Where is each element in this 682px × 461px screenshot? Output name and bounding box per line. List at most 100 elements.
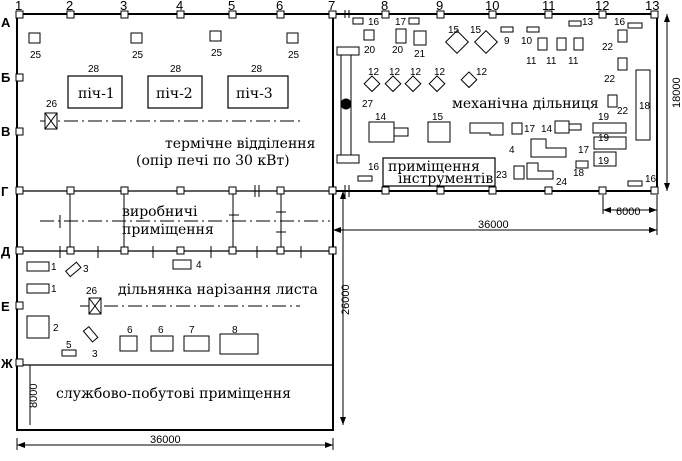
label-mechanical: механічна дільниця bbox=[452, 96, 599, 112]
rect-shape bbox=[650, 186, 659, 195]
rect-shape bbox=[488, 10, 497, 19]
rect-shape bbox=[176, 246, 185, 255]
label-equipment_numbers-n27: 27 bbox=[362, 99, 374, 110]
label-equipment_numbers-n12: 12 bbox=[434, 67, 446, 78]
rect-shape bbox=[219, 333, 259, 355]
axis-row-e: Е bbox=[1, 299, 10, 314]
label-tools-1: приміщення bbox=[388, 159, 480, 175]
label-equipment_numbers-n16: 16 bbox=[645, 174, 657, 185]
rect-shape bbox=[436, 10, 445, 19]
rect-shape bbox=[336, 154, 360, 164]
rect-shape bbox=[336, 46, 360, 56]
rect-shape bbox=[28, 32, 41, 44]
label-equipment_numbers-n9: 9 bbox=[504, 36, 510, 47]
rect-shape bbox=[408, 17, 420, 25]
furnace-3 bbox=[227, 75, 289, 109]
path-shape bbox=[664, 183, 670, 191]
label-service: службово-побутові приміщення bbox=[56, 386, 291, 402]
label-equipment_numbers-n11: 11 bbox=[526, 56, 537, 67]
rect-shape bbox=[357, 175, 373, 182]
rect-shape bbox=[607, 94, 618, 108]
axis-row-g: Г bbox=[1, 184, 9, 199]
rect-shape bbox=[228, 246, 237, 255]
rect-shape bbox=[328, 186, 337, 195]
label-equipment_numbers-n20: 20 bbox=[364, 45, 376, 56]
path-shape bbox=[340, 417, 346, 425]
label-equipment_numbers-n12: 12 bbox=[410, 67, 422, 78]
label-equipment_numbers-n22: 22 bbox=[617, 106, 629, 117]
rect-shape bbox=[176, 186, 185, 195]
rect-shape bbox=[15, 186, 24, 195]
line-shape bbox=[44, 112, 58, 130]
furnace-1-label: піч-1 bbox=[78, 86, 115, 102]
axis-col-8: 8 bbox=[381, 0, 388, 13]
rect-shape bbox=[381, 10, 390, 19]
g-shape bbox=[17, 14, 670, 448]
label-thermal-note: (опір печі по 30 кВт) bbox=[136, 153, 290, 169]
g-shape bbox=[28, 30, 299, 315]
label-equipment_numbers-n28: 28 bbox=[251, 64, 263, 75]
rect-shape bbox=[15, 127, 24, 136]
label-equipment_numbers-n3: 3 bbox=[92, 349, 98, 360]
label-equipment_numbers-n6: 6 bbox=[158, 325, 164, 336]
axis-col-5: 5 bbox=[228, 0, 235, 13]
label-equipment_numbers-n19: 19 bbox=[598, 156, 610, 167]
label-equipment_numbers-n10: 10 bbox=[521, 36, 533, 47]
label-thermal: термічне відділення bbox=[165, 136, 316, 152]
axis-row-v: В bbox=[1, 124, 10, 139]
rect-shape bbox=[617, 29, 628, 43]
rect-shape bbox=[573, 37, 584, 51]
label-equipment_numbers-n25: 25 bbox=[30, 50, 42, 61]
path-shape bbox=[17, 442, 25, 448]
rect-shape bbox=[381, 186, 390, 195]
path-shape bbox=[530, 138, 567, 158]
rect-shape bbox=[172, 259, 192, 270]
g-shape: піч-1 піч-2 піч-3 bbox=[78, 86, 273, 102]
label-equipment_numbers-n26: 26 bbox=[46, 99, 58, 110]
label-equipment_numbers-n7: 7 bbox=[189, 325, 195, 336]
g-shape: А Б В Г Д Е Ж bbox=[0, 15, 13, 371]
label-equipment_numbers-n11: 11 bbox=[568, 56, 579, 67]
label-equipment_numbers-n19: 19 bbox=[598, 133, 610, 144]
axis-col-11: 11 bbox=[542, 0, 556, 13]
rect-shape bbox=[393, 127, 409, 137]
rect-shape bbox=[444, 29, 470, 55]
g-shape bbox=[336, 17, 651, 187]
rect-shape bbox=[65, 261, 82, 278]
path-shape bbox=[340, 191, 346, 199]
rect-shape bbox=[26, 261, 50, 272]
rect-shape bbox=[120, 10, 129, 19]
rect-shape bbox=[286, 32, 299, 44]
rect-shape bbox=[428, 75, 446, 93]
rect-shape bbox=[15, 301, 24, 310]
label-equipment_numbers-n25: 25 bbox=[211, 48, 223, 59]
rect-shape bbox=[176, 10, 185, 19]
axis-row-zh: Ж bbox=[0, 356, 13, 371]
rect-shape bbox=[120, 186, 129, 195]
label-sheet-cutting: дільнянка нарізання листа bbox=[118, 282, 318, 298]
rect-shape bbox=[404, 75, 422, 93]
g-shape bbox=[40, 120, 330, 307]
rect-shape bbox=[82, 326, 99, 343]
label-equipment_numbers-n21: 21 bbox=[414, 49, 426, 60]
g-shape bbox=[67, 75, 289, 109]
label-equipment_numbers-n4: 4 bbox=[196, 260, 202, 271]
rect-shape bbox=[568, 20, 582, 27]
rect-shape bbox=[635, 69, 651, 141]
rect-shape bbox=[368, 121, 395, 143]
label-equipment_numbers-n16: 16 bbox=[368, 162, 380, 173]
label-equipment_numbers-n8: 8 bbox=[232, 325, 238, 336]
label-equipment_numbers-n1: 1 bbox=[51, 262, 57, 273]
label-equipment_numbers-n22: 22 bbox=[602, 42, 614, 53]
rect-shape bbox=[352, 17, 364, 25]
axis-col-3: 3 bbox=[120, 0, 127, 13]
label-equipment_numbers-n23: 23 bbox=[496, 170, 508, 181]
path-shape bbox=[649, 207, 657, 213]
g-shape: 1 2 3 4 5 6 7 8 9 10 11 12 13 bbox=[15, 0, 659, 13]
g-shape bbox=[59, 10, 350, 258]
label-equipment_numbers-n14: 14 bbox=[375, 112, 387, 123]
rect-shape bbox=[183, 335, 210, 352]
label-equipment_numbers-n18: 18 bbox=[639, 101, 651, 112]
label-equipment_numbers-n17: 17 bbox=[524, 124, 536, 135]
